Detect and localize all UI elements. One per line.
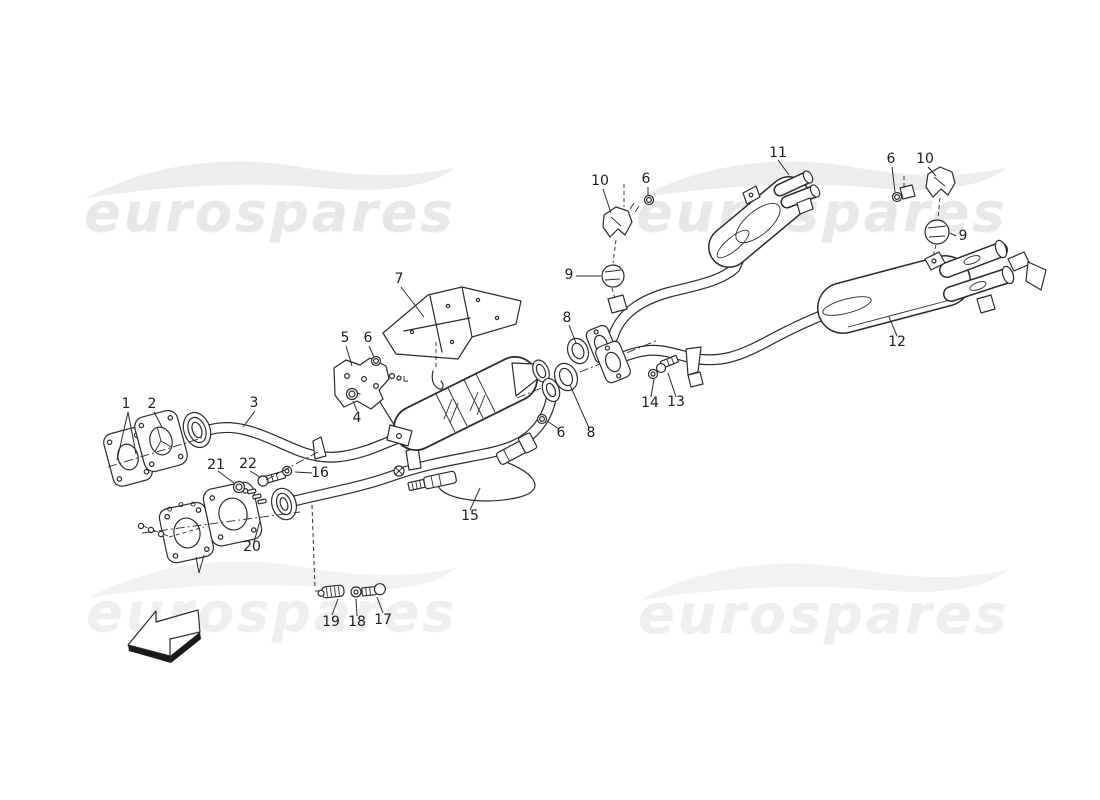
support-bracket [333,357,413,447]
pipe-to-rear-muffler [614,304,842,366]
leader-lines [116,159,957,617]
muffler-tail-tips [773,170,821,215]
front-pipe-bell [182,411,212,449]
lower-pipe-end-bell [541,377,561,403]
nut-6-bracket [370,355,382,367]
gasket-8-lower [553,362,579,392]
rear-muffler-tips [939,239,1015,302]
bolt-22 [257,470,287,487]
lower-flange-20 [202,481,267,547]
nut-21 [232,480,246,494]
rear-pipe-bracket [685,346,704,388]
rear-muffler [817,239,1047,334]
lower-gasket-plate [158,501,215,564]
direction-arrow [127,609,201,663]
center-muffler [708,170,821,268]
heat-shield [382,286,522,360]
washer-14 [647,368,659,380]
nut-4 [345,387,359,401]
bolt-17 [361,583,386,597]
joint-flange-b [595,340,631,384]
front-pipe [200,422,408,463]
rubber-mount-9-left [601,264,625,288]
pipe-bracket [312,436,327,460]
shield-fixings [388,342,444,390]
mount-hardware [311,504,386,599]
pipe-to-center-muffler [607,251,746,343]
washer-16 [281,465,293,477]
gasket-8-upper [566,337,590,365]
washer-18 [350,586,362,598]
flange-studs [137,522,205,538]
manifold-flange-2 [134,409,188,473]
lower-pipe-bell [270,487,298,521]
nut-6-left-hanger [643,194,655,206]
threaded-sleeve-19 [317,584,345,599]
oxygen-sensor [393,432,538,502]
bolt-13 [655,354,679,374]
left-hanger [601,184,655,314]
nut-6-right-hanger [891,191,903,203]
right-hanger [891,166,956,258]
hanger-clamp-10-left [602,206,633,238]
nut-6-joint [536,413,548,425]
rubber-mount-9-right [924,219,950,245]
